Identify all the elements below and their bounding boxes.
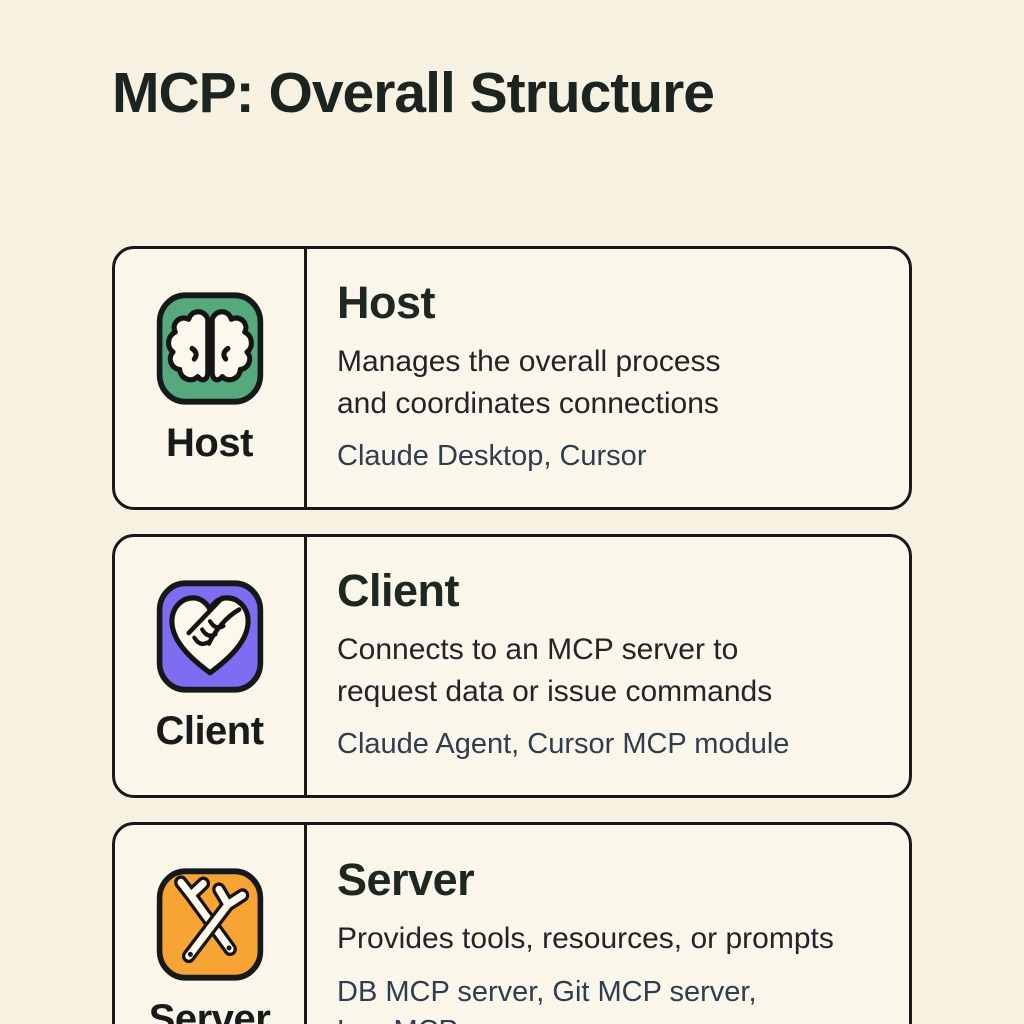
host-card-left-column: Host [115, 249, 307, 507]
client-card-title: Client [337, 564, 460, 616]
host-card-label: Host [166, 421, 253, 465]
handshake-icon [154, 578, 266, 695]
host-card-title: Host [337, 276, 436, 328]
client-card-label: Client [155, 709, 264, 753]
client-card: Client Client Connects to an MCP server … [112, 534, 912, 798]
server-card-description: Provides tools, resources, or prompts [337, 922, 834, 956]
server-card-left-column: Server [115, 825, 307, 1024]
client-card-left-column: Client [115, 537, 307, 795]
infographic-page: MCP: Overall Structure Host [0, 61, 1024, 1024]
server-card: Server Server Provides tools, resources,… [112, 822, 912, 1024]
server-card-label: Server [148, 997, 271, 1024]
server-card-body: Server Provides tools, resources, or pro… [307, 825, 909, 1024]
server-card-title: Server [337, 853, 475, 905]
server-card-examples: DB MCP server, Git MCP server,Log MCP se… [337, 975, 757, 1024]
brain-icon [154, 290, 266, 407]
host-card-examples: Claude Desktop, Cursor [337, 439, 647, 472]
client-card-examples: Claude Agent, Cursor MCP module [337, 727, 790, 760]
tools-icon [154, 866, 266, 983]
page-title: MCP: Overall Structure [112, 61, 715, 125]
